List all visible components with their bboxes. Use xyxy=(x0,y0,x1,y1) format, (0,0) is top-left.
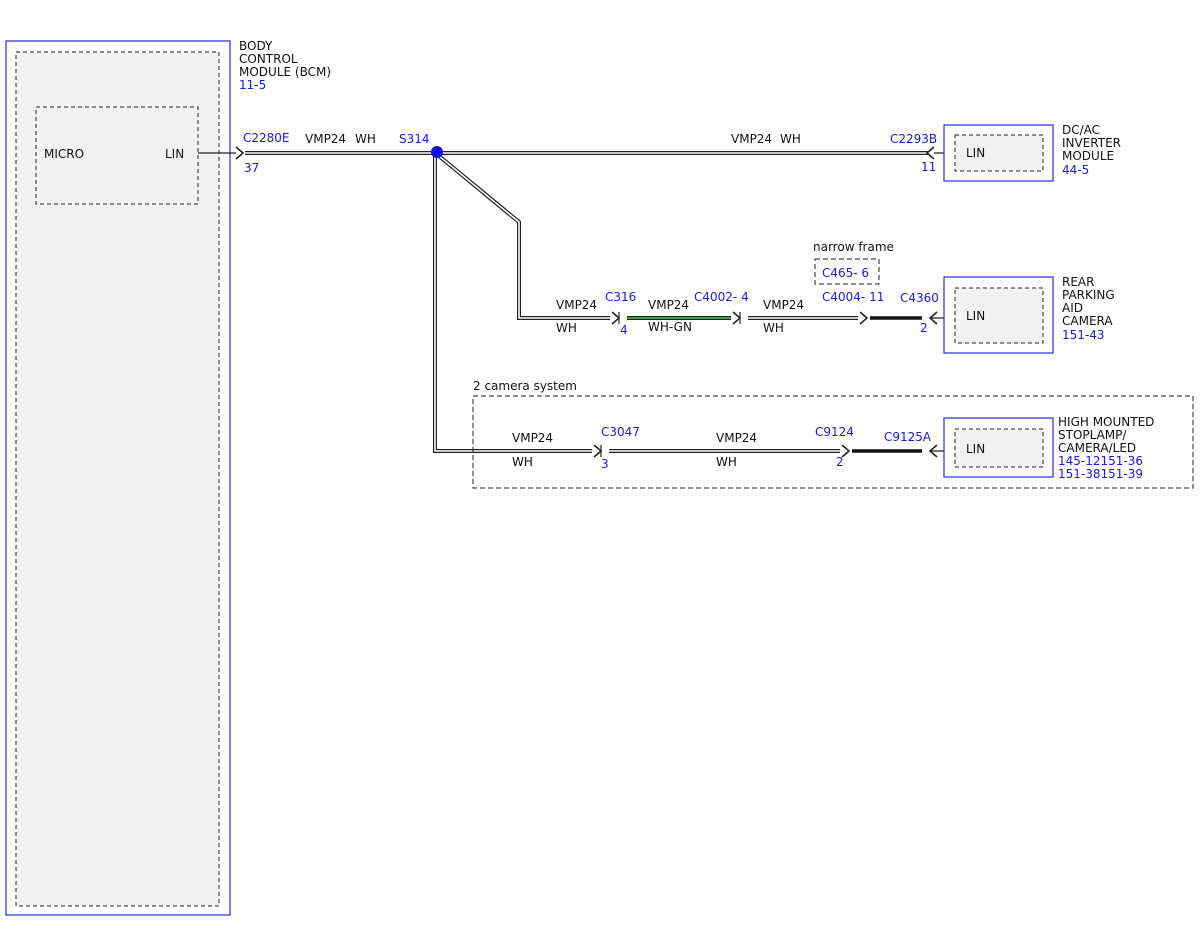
rear-camera-name-line-1: REAR xyxy=(1062,275,1094,289)
bcm-lin-label: LIN xyxy=(165,147,184,161)
c9124-connector-symbol xyxy=(841,444,851,458)
s314-splice-dot[interactable] xyxy=(431,146,443,158)
stoplamp-wire-color-1: WH xyxy=(512,455,533,469)
camera-wire-color-3: WH xyxy=(763,321,784,335)
bcm-title-line-1: BODY xyxy=(239,39,273,53)
c316-connector-label[interactable]: C316 xyxy=(605,290,636,304)
c3047-connector-symbol xyxy=(593,444,603,458)
inverter-module[interactable]: LIN xyxy=(943,124,1054,182)
stoplamp-wire-color-2: WH xyxy=(716,455,737,469)
bcm-micro-box xyxy=(35,106,199,205)
narrow-frame-box[interactable] xyxy=(814,258,880,285)
camera-wire-circuit-1: VMP24 xyxy=(556,298,597,312)
inverter-name-line-3: MODULE xyxy=(1062,149,1114,163)
rear-camera-name-line-3: AID xyxy=(1062,301,1083,315)
stoplamp-wire-circuit-2: VMP24 xyxy=(716,431,757,445)
main-wire-circuit: VMP24 xyxy=(305,132,346,146)
wire-stoplamp-branch[interactable] xyxy=(433,156,592,453)
rear-camera-name-line-4: CAMERA xyxy=(1062,314,1113,328)
bcm-module[interactable]: MICRO LIN xyxy=(5,40,231,916)
c9124-connector-label[interactable]: C9124 xyxy=(815,425,854,439)
c4360-connector-label[interactable]: C4360 xyxy=(900,291,939,305)
s314-splice-label[interactable]: S314 xyxy=(399,132,430,146)
c2280e-connector-symbol xyxy=(235,146,245,160)
c4002-connector-symbol xyxy=(732,311,742,325)
wire-camera-branch[interactable] xyxy=(437,154,610,320)
stoplamp-name-line-1: HIGH MOUNTED xyxy=(1058,415,1154,429)
stoplamp-module[interactable]: LIN xyxy=(943,417,1054,478)
bcm-title-line-3: MODULE (BCM) xyxy=(239,65,331,79)
stoplamp-lin-label: LIN xyxy=(966,442,985,456)
stoplamp-name-line-3: CAMERA/LED xyxy=(1058,441,1136,455)
rear-camera-lin-label: LIN xyxy=(966,309,985,323)
stoplamp-name-line-2: STOPLAMP/ xyxy=(1058,428,1127,442)
c465-connector-label[interactable]: C465- 6 xyxy=(822,266,869,280)
camera-system-box xyxy=(472,395,1194,489)
inverter-lin-label: LIN xyxy=(966,146,985,160)
inverter-name-line-1: DC/AC xyxy=(1062,123,1100,137)
c2293b-connector-label[interactable]: C2293B xyxy=(890,132,937,146)
inverter-wire-circuit: VMP24 xyxy=(731,132,772,146)
inverter-wire-color: WH xyxy=(780,132,801,146)
c316-pin-number: 4 xyxy=(620,323,628,337)
inverter-name-line-2: INVERTER xyxy=(1062,136,1121,150)
c4004-connector-label[interactable]: C4004- 11 xyxy=(822,290,884,304)
camera-wire-color-2: WH-GN xyxy=(648,320,692,334)
camera-wire-color-1: WH xyxy=(556,321,577,335)
c4004-connector-symbol xyxy=(859,311,869,325)
narrow-frame-label: narrow frame xyxy=(813,240,894,254)
c3047-pin-number: 3 xyxy=(601,457,609,471)
bcm-micro-label: MICRO xyxy=(44,147,84,161)
stoplamp-wire-circuit-1: VMP24 xyxy=(512,431,553,445)
camera-wire-circuit-3: VMP24 xyxy=(763,298,804,312)
c3047-connector-label[interactable]: C3047 xyxy=(601,425,640,439)
c2293b-pin-number: 11 xyxy=(921,160,936,174)
c4360-pin-number: 2 xyxy=(920,321,928,335)
stoplamp-reference-1[interactable]: 145-12151-36 xyxy=(1058,454,1143,468)
camera-system-label: 2 camera system xyxy=(473,379,577,393)
stoplamp-reference-2[interactable]: 151-38151-39 xyxy=(1058,467,1143,481)
rear-camera-module[interactable]: LIN xyxy=(943,276,1054,354)
c2293b-connector-symbol xyxy=(925,146,935,160)
main-wire-color: WH xyxy=(355,132,376,146)
c316-connector-symbol xyxy=(611,311,621,325)
c2280e-connector-label[interactable]: C2280E xyxy=(243,131,290,145)
inverter-reference[interactable]: 44-5 xyxy=(1062,163,1089,177)
c9125a-connector-label[interactable]: C9125A xyxy=(884,430,932,444)
camera-wire-circuit-2: VMP24 xyxy=(648,298,689,312)
rear-camera-reference[interactable]: 151-43 xyxy=(1062,328,1105,342)
c9124-pin-number: 2 xyxy=(836,455,844,469)
c2280e-pin-number: 37 xyxy=(244,161,259,175)
bcm-title-line-2: CONTROL xyxy=(239,52,298,66)
bcm-reference[interactable]: 11-5 xyxy=(239,78,266,92)
rear-camera-name-line-2: PARKING xyxy=(1062,288,1115,302)
c4002-connector-label[interactable]: C4002- 4 xyxy=(694,290,749,304)
